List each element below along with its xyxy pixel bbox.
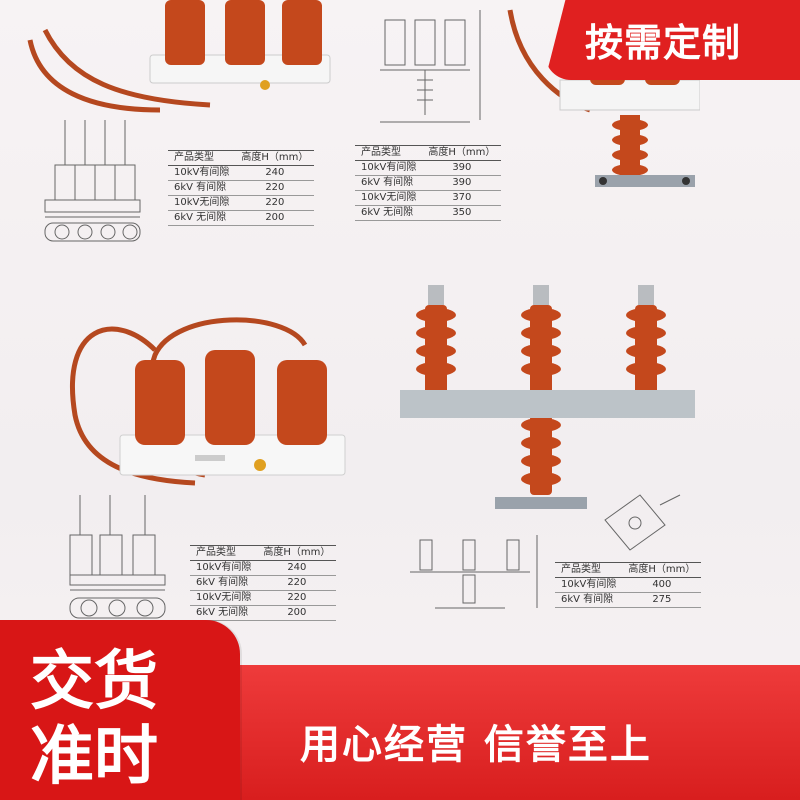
badge-line-2: 准时: [30, 720, 158, 794]
type-cell: 10kV有间隙: [196, 562, 252, 573]
table-header-row: 产品类型 高度H（mm）: [190, 545, 337, 561]
table-row: 6kV 有间隙 220: [190, 576, 337, 591]
custom-order-badge: 按需定制: [545, 0, 800, 80]
spec-table-2: 产品类型 高度H（mm） 10kV有间隙 390 6kV 有间隙 390 10kV无间…: [355, 145, 502, 221]
height-cell: 275: [652, 594, 672, 605]
col-type-header: 产品类型: [196, 547, 236, 558]
height-cell: 220: [265, 197, 285, 208]
table-row: 10kV无间隙 220: [168, 196, 315, 211]
table-row: 10kV有间隙 390: [355, 161, 502, 176]
arrester-product-image-1: [27, 0, 331, 113]
type-cell: 6kV 有间隙: [196, 577, 249, 588]
badge-line-1: 交货: [30, 645, 158, 719]
type-cell: 6kV 无间隙: [361, 207, 414, 218]
arrester-product-image-4: [400, 285, 695, 509]
spec-table-4: 产品类型 高度H（mm） 10kV有间隙 400 6kV 有间隙 275: [555, 562, 702, 608]
type-cell: 10kV有间隙: [361, 162, 417, 173]
table-header-row: 产品类型 高度H（mm）: [355, 145, 502, 161]
table-row: 6kV 有间隙 275: [555, 593, 702, 608]
table-row: 10kV有间隙 240: [168, 166, 315, 181]
height-cell: 200: [265, 212, 285, 223]
table-row: 6kV 无间隙 200: [190, 606, 337, 621]
technical-drawing-2: [380, 10, 481, 123]
height-cell: 220: [287, 592, 307, 603]
table-header-row: 产品类型 高度H（mm）: [168, 150, 315, 166]
table-row: 6kV 无间隙 350: [355, 206, 502, 221]
slogan-text: 用心经营 信誉至上: [300, 722, 652, 768]
table-row: 10kV无间隙 370: [355, 191, 502, 206]
col-height-header: 高度H（mm）: [241, 152, 309, 163]
type-cell: 6kV 有间隙: [174, 182, 227, 193]
height-cell: 220: [287, 577, 307, 588]
type-cell: 10kV有间隙: [561, 579, 617, 590]
spec-table-3: 产品类型 高度H（mm） 10kV有间隙 240 6kV 有间隙 220 10kV无间…: [190, 545, 337, 621]
table-header-row: 产品类型 高度H（mm）: [555, 562, 702, 578]
height-cell: 200: [287, 607, 307, 618]
height-cell: 350: [452, 207, 472, 218]
table-row: 6kV 有间隙 220: [168, 181, 315, 196]
height-cell: 400: [652, 579, 672, 590]
on-time-delivery-badge: [0, 620, 240, 800]
height-cell: 390: [452, 177, 472, 188]
type-cell: 6kV 有间隙: [361, 177, 414, 188]
height-cell: 370: [452, 192, 472, 203]
height-cell: 220: [265, 182, 285, 193]
type-cell: 6kV 无间隙: [196, 607, 249, 618]
type-cell: 6kV 有间隙: [561, 594, 614, 605]
arrester-product-image-3: [70, 317, 346, 486]
type-cell: 10kV有间隙: [174, 167, 230, 178]
col-type-header: 产品类型: [361, 147, 401, 158]
type-cell: 6kV 无间隙: [174, 212, 227, 223]
col-height-header: 高度H（mm）: [628, 564, 696, 575]
type-cell: 10kV无间隙: [196, 592, 252, 603]
height-cell: 390: [452, 162, 472, 173]
custom-order-text: 按需定制: [585, 21, 742, 65]
height-cell: 240: [287, 562, 307, 573]
mounting-plate-drawing: [604, 494, 681, 551]
col-height-header: 高度H（mm）: [263, 547, 331, 558]
col-type-header: 产品类型: [174, 152, 214, 163]
table-row: 6kV 无间隙 200: [168, 211, 315, 226]
col-type-header: 产品类型: [561, 564, 601, 575]
col-height-header: 高度H（mm）: [428, 147, 496, 158]
technical-drawing-3: [69, 495, 166, 619]
table-row: 10kV无间隙 220: [190, 591, 337, 606]
table-row: 6kV 有间隙 390: [355, 176, 502, 191]
table-row: 10kV有间隙 400: [555, 578, 702, 593]
height-cell: 240: [265, 167, 285, 178]
technical-drawing-1: [44, 120, 141, 242]
spec-table-1: 产品类型 高度H（mm） 10kV有间隙 240 6kV 有间隙 220 10kV无间…: [168, 150, 315, 226]
technical-drawing-4: [410, 535, 538, 609]
type-cell: 10kV无间隙: [361, 192, 417, 203]
table-row: 10kV有间隙 240: [190, 561, 337, 576]
type-cell: 10kV无间隙: [174, 197, 230, 208]
